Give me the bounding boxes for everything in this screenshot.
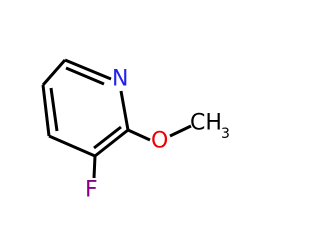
methyl-subscript: 3: [221, 126, 230, 142]
bond-n-c6-double: [65, 66, 105, 86]
bond-c2-c3-double: [93, 125, 122, 150]
bond-c3-f: [92, 155, 97, 179]
oxygen-label: O: [151, 129, 168, 154]
bond-n-c6: [64, 58, 112, 81]
bond-o-ch3: [169, 124, 192, 138]
bond-c5-c6: [41, 59, 67, 86]
methyl-label: CH: [190, 111, 222, 136]
bond-n-c2: [119, 90, 130, 131]
bond-c2-o: [127, 128, 151, 142]
bond-c3-c4: [48, 134, 96, 158]
bond-c4-c5: [41, 84, 51, 137]
bond-c2-c3: [94, 128, 129, 158]
structural-formula: N O F CH 3: [41, 58, 230, 203]
fluorine-label: F: [85, 178, 98, 203]
bond-c4-c5-double: [49, 87, 59, 132]
nitrogen-label: N: [112, 67, 128, 92]
